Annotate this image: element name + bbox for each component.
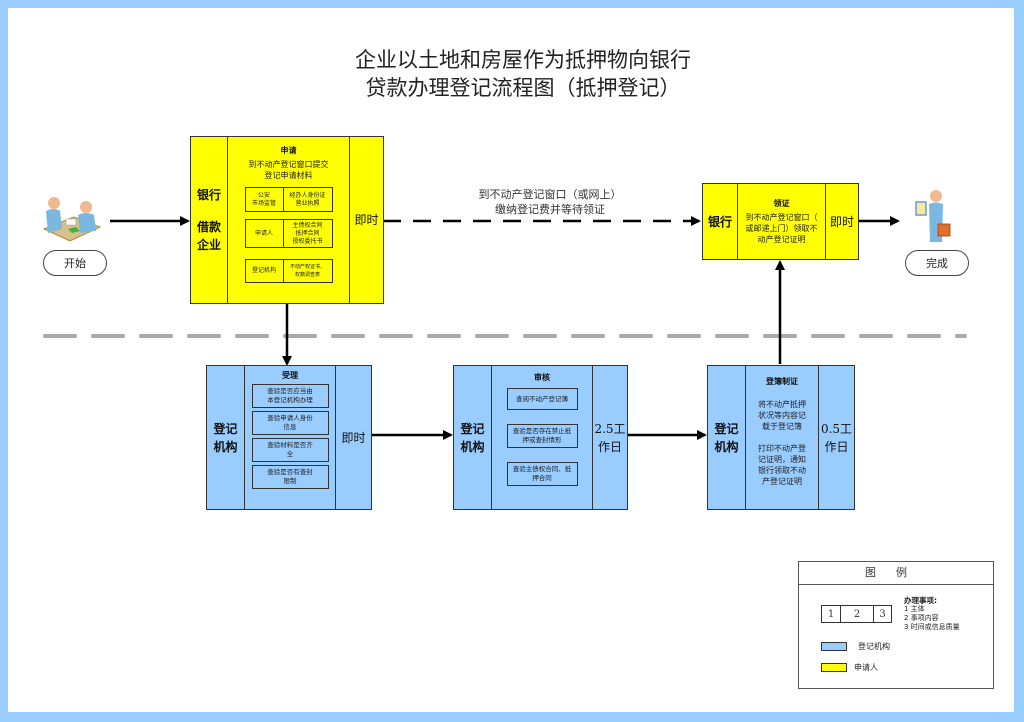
accept-heading: 受理 — [282, 371, 298, 380]
review-heading: 审核 — [534, 373, 550, 382]
apply-desc-2: 登记申请材料 — [264, 171, 313, 180]
review-step: 登记 机构 审核 查阅不动产登记簿 查验是否存在禁止抵押或查封情形 查验主债权合… — [453, 365, 628, 510]
title-line-1: 企业以土地和房屋作为抵押物向银行 — [355, 48, 691, 72]
legend: 图例 1 2 3 办理事项: 1 主体 2 事项内容 3 时间或信息质量 登记机… — [798, 561, 994, 689]
accept-step: 登记 机构 受理 查验是否应当由本登记机构办理 查验申请人身份信息 查验材料是否… — [206, 365, 372, 510]
apply-time: 即时 — [349, 137, 383, 303]
people-at-desk-icon — [42, 197, 102, 242]
material-row-2: 申请人 主债权合同抵押合同授权委托书 — [244, 219, 333, 248]
accept-check-4: 查验是否有查封限制 — [251, 465, 329, 489]
material-row-1: 公安市场监管 经办人身份证营业执照 — [244, 187, 333, 212]
apply-subject: 银行 借款 企业 — [196, 188, 221, 252]
record-heading: 登簿制证 — [766, 377, 798, 386]
legend-title: 图例 — [799, 562, 993, 585]
diagram-title: 企业以土地和房屋作为抵押物向银行 贷款办理登记流程图（抵押登记） — [0, 46, 1024, 102]
title-line-2: 贷款办理登记流程图（抵押登记） — [365, 76, 681, 100]
legend-cell-sample: 1 2 3 — [821, 605, 892, 623]
review-subject: 登记 机构 — [460, 421, 485, 454]
apply-heading: 申请 — [280, 146, 297, 155]
record-step: 登记 机构 登簿制证 将不动产抵押 状况等内容记 载于登记簿 打印不动产登 记证… — [707, 365, 855, 510]
accept-check-2: 查验申请人身份信息 — [251, 411, 329, 435]
record-content: 登簿制证 将不动产抵押 状况等内容记 载于登记簿 打印不动产登 记证明，通知 银… — [745, 366, 818, 509]
review-check-3: 查验主债权合同、抵押合同 — [506, 462, 578, 486]
apply-desc-1: 到不动产登记窗口提交 — [248, 160, 329, 169]
apply-step: 银行 借款 企业 申请 到不动产登记窗口提交 登记申请材料 公安市场监管 经办人… — [190, 136, 384, 304]
receive-time: 即时 — [825, 184, 858, 259]
legend-notes: 办理事项: 1 主体 2 事项内容 3 时间或信息质量 — [904, 596, 960, 631]
legend-swatch-applicant — [821, 663, 847, 672]
apply-content: 申请 到不动产登记窗口提交 登记申请材料 公安市场监管 经办人身份证营业执照 申… — [227, 137, 349, 303]
legend-swatch-registry — [821, 642, 847, 651]
accept-content: 受理 查验是否应当由本登记机构办理 查验申请人身份信息 查验材料是否齐全 查验是… — [244, 366, 335, 509]
legend-label-registry: 登记机构 — [858, 642, 890, 651]
dashed-flow-text: 到不动产登记窗口（或网上） 缴纳登记费并等待领证 — [478, 188, 622, 216]
accept-check-3: 查验材料是否齐全 — [251, 438, 329, 462]
record-time: 0.5工 作日 — [818, 366, 854, 509]
person-with-certificate-icon — [915, 190, 951, 242]
receive-content: 领证 到不动产登记窗口（ 或邮递上门）领取不 动产登记证明 — [737, 184, 825, 259]
receive-heading: 领证 — [773, 199, 790, 208]
accept-check-1: 查验是否应当由本登记机构办理 — [251, 384, 329, 408]
legend-label-applicant: 申请人 — [854, 663, 878, 672]
start-label: 开始 — [43, 250, 107, 276]
review-time: 2.5工 作日 — [592, 366, 627, 509]
material-row-3: 登记机构 不动产权证书、权籍调查表 — [244, 259, 333, 283]
receive-step: 银行 领证 到不动产登记窗口（ 或邮递上门）领取不 动产登记证明 即时 — [702, 183, 859, 260]
receive-subject: 银行 — [707, 214, 732, 229]
review-content: 审核 查阅不动产登记簿 查验是否存在禁止抵押或查封情形 查验主债权合同、抵押合同 — [491, 366, 592, 509]
review-check-2: 查验是否存在禁止抵押或查封情形 — [506, 424, 578, 448]
accept-subject: 登记 机构 — [213, 421, 238, 454]
accept-time: 即时 — [335, 366, 371, 509]
record-subject: 登记 机构 — [714, 421, 739, 454]
review-check-1: 查阅不动产登记簿 — [506, 388, 578, 410]
finish-label: 完成 — [905, 250, 969, 276]
